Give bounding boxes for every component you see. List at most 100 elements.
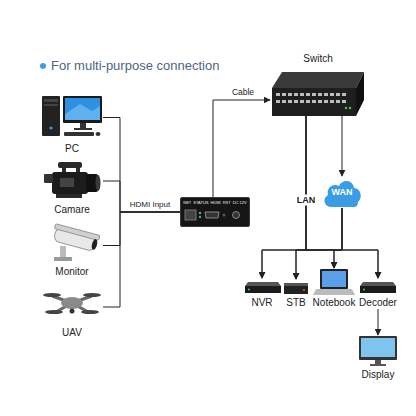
pc-icon	[42, 96, 102, 136]
connector	[378, 309, 379, 335]
port-label: DC 12V	[233, 200, 247, 205]
pc-icon-part	[44, 104, 58, 106]
port-symbol	[199, 212, 201, 214]
device-label: Display	[362, 369, 395, 381]
connector	[103, 212, 180, 307]
edge-label: HDMI Input	[128, 199, 172, 210]
device-label: Notebook	[313, 297, 356, 309]
drone-icon-part	[81, 310, 99, 314]
cloud-outline	[324, 181, 360, 207]
connector	[342, 208, 378, 278]
port-symbol	[233, 212, 240, 219]
camcorder-icon	[44, 162, 101, 198]
switch-icon-part-part	[342, 93, 346, 96]
display-icon-part	[375, 360, 381, 364]
title: For multi-purpose connection	[51, 58, 219, 73]
connector	[103, 118, 180, 213]
output-device: Notebook	[310, 268, 359, 309]
output-device: STB	[281, 279, 311, 309]
switch-icon-part	[349, 107, 351, 109]
nvr-icon	[245, 282, 281, 293]
drone-icon	[43, 293, 101, 314]
encoder-box: NETSTATUSHDMIRSTDC 12V	[180, 197, 249, 227]
security-camera-icon-part-part	[54, 224, 100, 241]
switch-icon-part-part	[300, 100, 304, 103]
switch-icon-part-part	[324, 93, 328, 96]
display-icon-part	[370, 364, 386, 366]
switch-icon-part-part	[282, 100, 286, 103]
laptop-icon-part	[320, 269, 348, 289]
security-camera-icon	[51, 224, 100, 261]
set-top-box-icon-part	[284, 286, 308, 294]
set-top-box-icon-part	[284, 283, 308, 286]
switch-icon-part-part	[336, 100, 340, 103]
switch-icon-part	[272, 72, 364, 88]
switch-icon-part-part	[276, 100, 280, 103]
pc-icon-part	[42, 96, 60, 136]
pc-icon-part	[80, 123, 86, 128]
camcorder-icon-part	[44, 174, 53, 183]
wan-cloud: WAN	[321, 176, 363, 208]
pc-icon-part	[74, 128, 92, 130]
pc-icon-part	[50, 127, 53, 130]
set-top-box-icon	[284, 283, 308, 294]
switch-icon-part-part	[330, 93, 334, 96]
connector	[213, 100, 270, 197]
switch-icon-part	[276, 93, 346, 103]
laptop-icon-part	[322, 271, 346, 287]
set-top-box-icon-part	[303, 289, 305, 291]
port-symbol	[205, 212, 219, 218]
switch-icon-part-part	[342, 100, 346, 103]
device-label: STB	[286, 297, 305, 309]
camcorder-icon-part	[96, 175, 101, 191]
camcorder-icon-part	[60, 178, 74, 187]
device-label: Camare	[54, 204, 90, 216]
edge-label: LAN	[295, 195, 318, 206]
drone-icon-part	[45, 310, 63, 314]
nvr-icon-part	[245, 286, 281, 293]
switch-icon-part-part	[306, 100, 310, 103]
pc-icon-part	[63, 96, 102, 123]
drone-icon-part	[70, 309, 75, 314]
laptop-icon-part	[313, 289, 355, 295]
pc-icon-part	[44, 99, 58, 102]
security-camera-icon-part	[51, 224, 100, 252]
device-label: UAV	[62, 327, 82, 339]
switch-icon-part-part	[306, 93, 310, 96]
port-label: STATUS	[193, 200, 208, 205]
decoder-icon	[360, 282, 396, 293]
switch-icon-part-part	[324, 100, 328, 103]
device-label: WAN	[332, 186, 353, 198]
connector	[342, 116, 343, 176]
device-label: PC	[65, 143, 79, 155]
pc-icon-part	[65, 104, 100, 120]
security-camera-icon-part	[60, 246, 66, 258]
switch-icon-part-part	[276, 93, 280, 96]
connector	[296, 208, 342, 279]
edge-label: Cable	[230, 87, 256, 98]
camcorder-icon-part	[52, 172, 88, 194]
port-label: NET	[183, 200, 191, 205]
switch-icon-part-part	[294, 93, 298, 96]
connector	[103, 212, 180, 246]
pc-icon-part	[65, 98, 100, 120]
source-device: Camare	[41, 160, 103, 216]
security-camera-icon-part-part	[91, 239, 99, 251]
decoder-icon-part	[360, 286, 396, 293]
device-label: Monitor	[55, 266, 88, 278]
laptop-icon	[313, 269, 355, 295]
switch-icon-part-part	[318, 93, 322, 96]
connector	[334, 208, 342, 268]
drone-icon-part	[43, 293, 61, 297]
decoder-icon-part	[363, 289, 365, 291]
source-device: Monitor	[41, 227, 103, 278]
switch-icon-part	[345, 107, 347, 109]
switch-icon-part-part	[336, 93, 340, 96]
title-bullet	[40, 63, 46, 69]
port-symbol	[223, 214, 226, 217]
display-icon-part	[361, 338, 395, 357]
security-camera-icon-part	[54, 257, 72, 261]
device-label: Decoder	[359, 297, 397, 309]
display-icon-part	[359, 336, 397, 360]
